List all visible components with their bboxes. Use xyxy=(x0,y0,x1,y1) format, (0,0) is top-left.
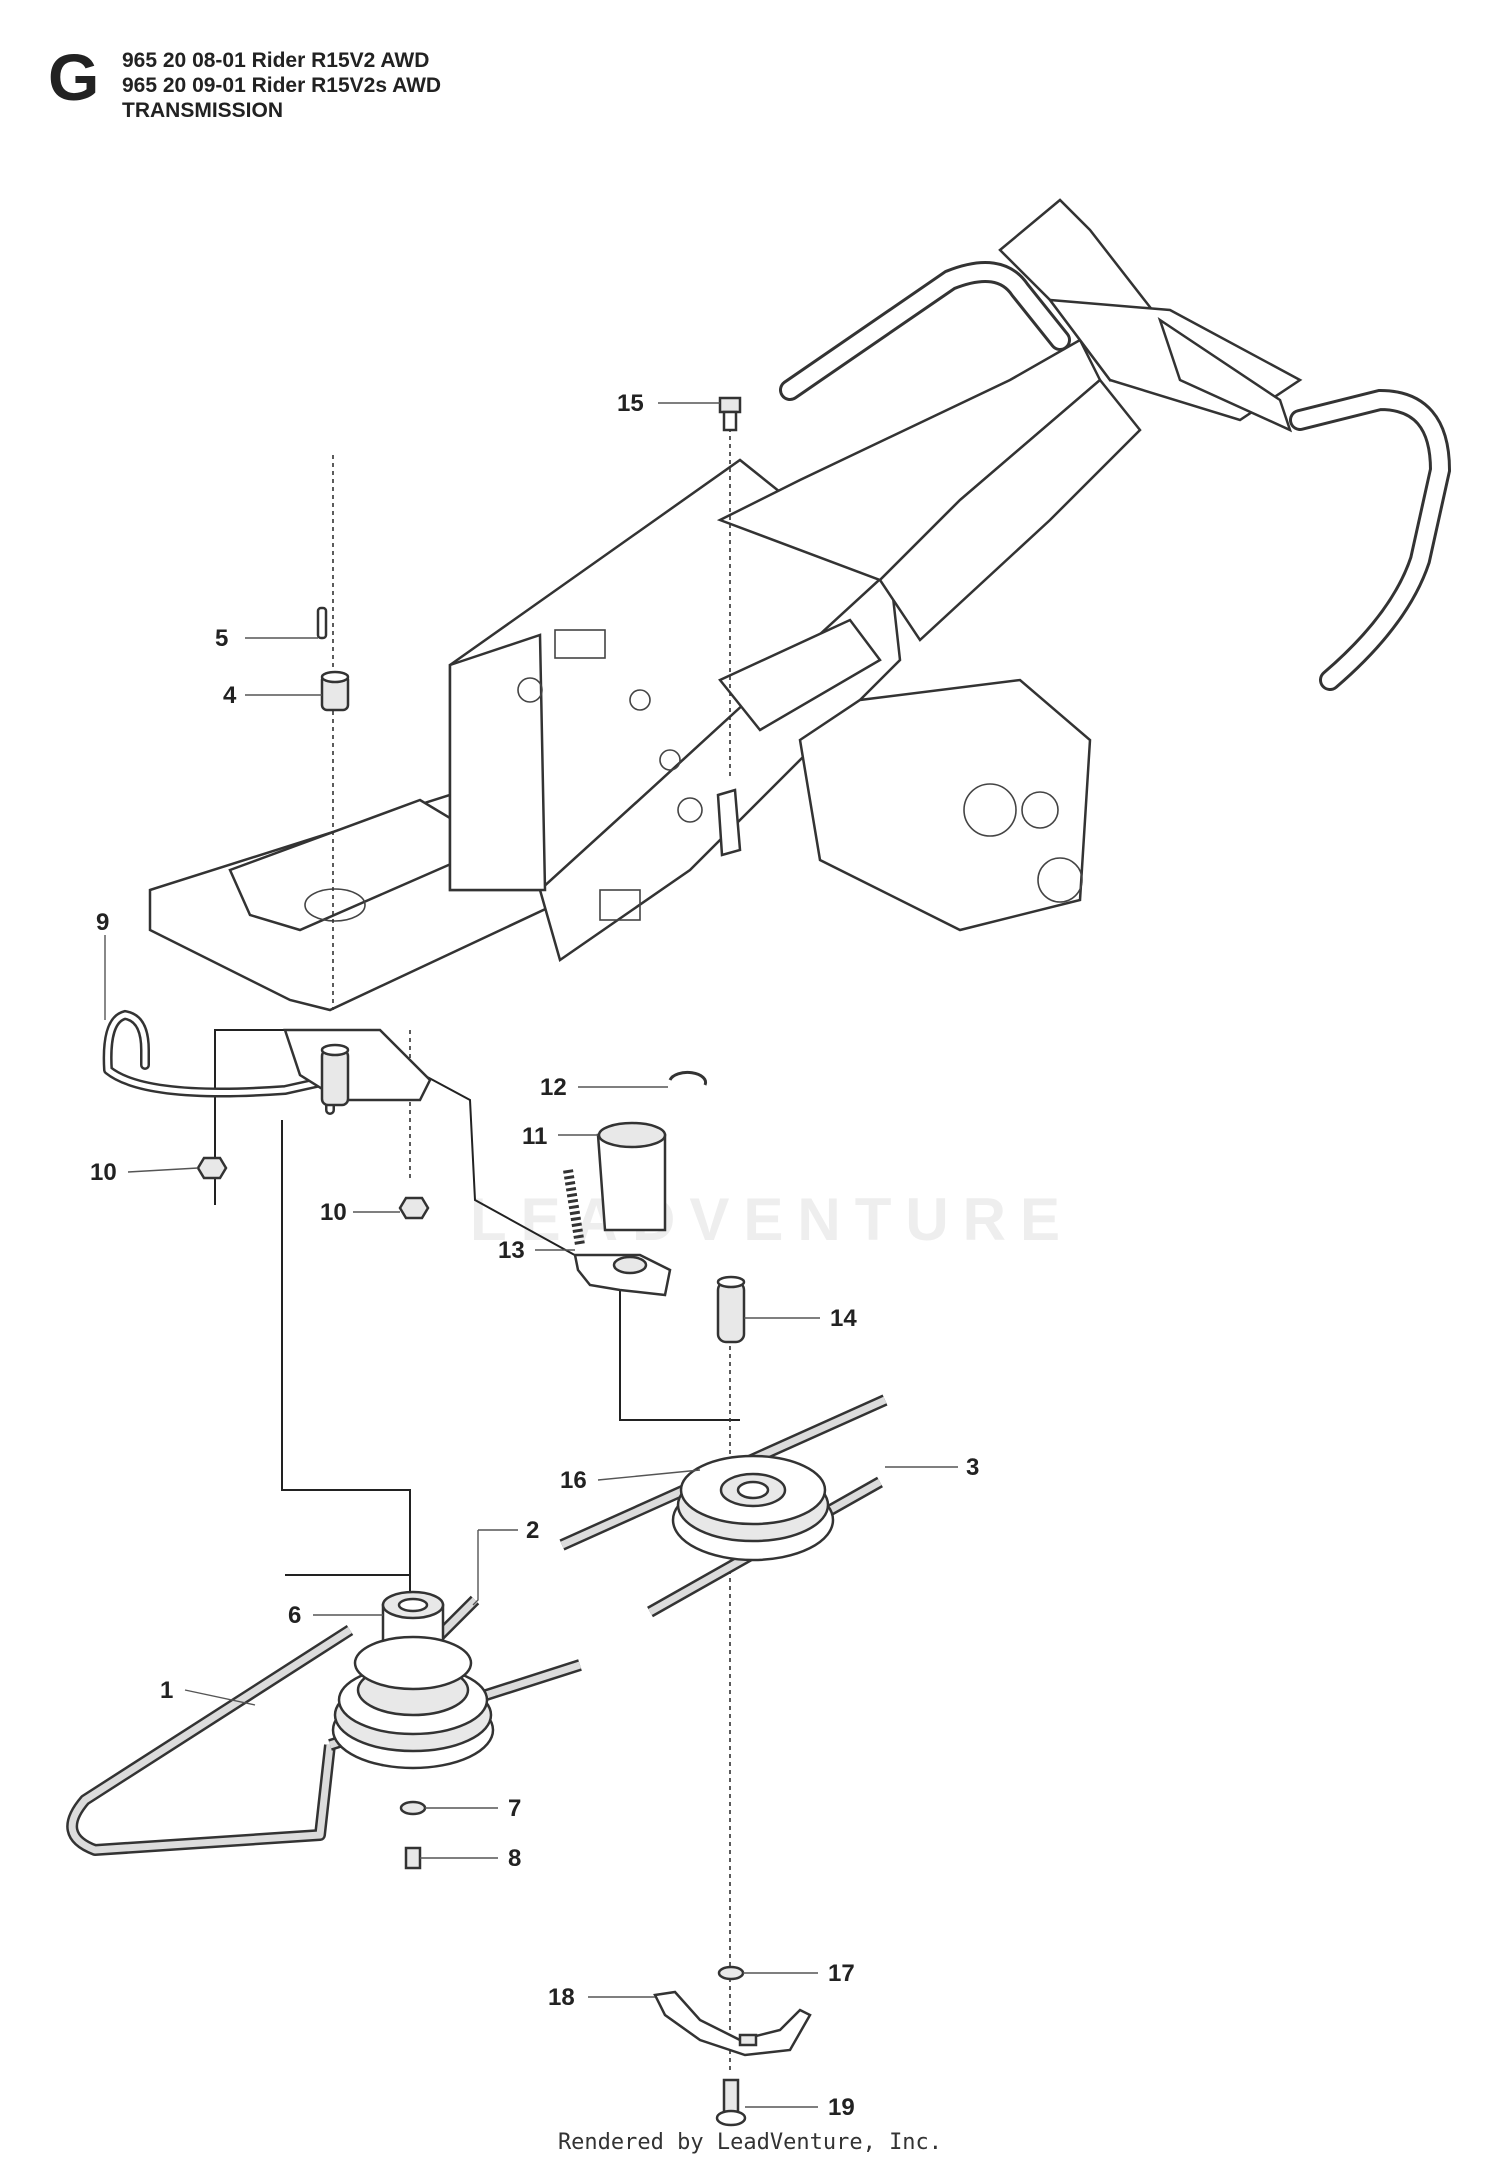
callout-11: 11 xyxy=(522,1123,547,1150)
part-4-bushing xyxy=(320,670,350,712)
title-block: 965 20 08-01 Rider R15V2 AWD 965 20 09-0… xyxy=(122,48,822,123)
model-line-1: 965 20 08-01 Rider R15V2 AWD xyxy=(122,49,430,72)
part-11-sleeve xyxy=(596,1121,667,1232)
part-8-bolt xyxy=(404,1846,422,1870)
callout-16: 16 xyxy=(560,1467,587,1494)
part-1-belt xyxy=(66,1624,582,1856)
part-10-nut-left xyxy=(196,1156,228,1180)
callout-leaders xyxy=(104,402,958,2108)
callout-4: 4 xyxy=(223,682,237,709)
callout-17: 17 xyxy=(828,1960,855,1987)
part-16-pulley xyxy=(671,1454,835,1562)
part-5-pin xyxy=(316,606,328,640)
callout-9: 9 xyxy=(96,909,109,936)
chassis-frame xyxy=(148,198,1452,1012)
callout-18: 18 xyxy=(548,1984,575,2011)
callout-15: 15 xyxy=(617,390,644,417)
part-14-spacer xyxy=(716,1275,746,1344)
callout-10-right: 10 xyxy=(320,1199,347,1226)
part-6-hub xyxy=(353,1590,473,1691)
callout-7: 7 xyxy=(508,1795,521,1822)
callout-3: 3 xyxy=(966,1454,979,1481)
part-9-rod xyxy=(102,1009,335,1115)
guide-lines xyxy=(214,420,740,2070)
part-13-spring xyxy=(563,1169,672,1297)
callout-5: 5 xyxy=(215,625,228,652)
callout-10-left: 10 xyxy=(90,1159,117,1186)
callout-12: 12 xyxy=(540,1074,567,1101)
part-7-washer xyxy=(399,1800,427,1816)
rendered-by-footer: Rendered by LeadVenture, Inc. xyxy=(557,2130,943,2155)
part-17-washer xyxy=(717,1965,745,1981)
part-19-bolt xyxy=(715,2078,747,2127)
callout-14: 14 xyxy=(830,1305,857,1332)
part-12-clip xyxy=(668,1070,708,1086)
callout-1: 1 xyxy=(160,1677,173,1704)
callout-8: 8 xyxy=(508,1845,521,1872)
callout-19: 19 xyxy=(828,2094,855,2121)
part-10-nut-right xyxy=(398,1196,430,1220)
section-title: TRANSMISSION xyxy=(122,99,284,122)
model-line-2: 965 20 09-01 Rider R15V2s AWD xyxy=(122,74,442,97)
callout-13: 13 xyxy=(498,1237,525,1264)
part-18-bracket xyxy=(653,1990,812,2057)
callout-2: 2 xyxy=(526,1517,539,1544)
section-letter: G xyxy=(48,40,100,114)
part-15-bolt xyxy=(718,396,742,432)
idler-arm-bracket xyxy=(283,1028,432,1107)
callout-6: 6 xyxy=(288,1602,301,1629)
